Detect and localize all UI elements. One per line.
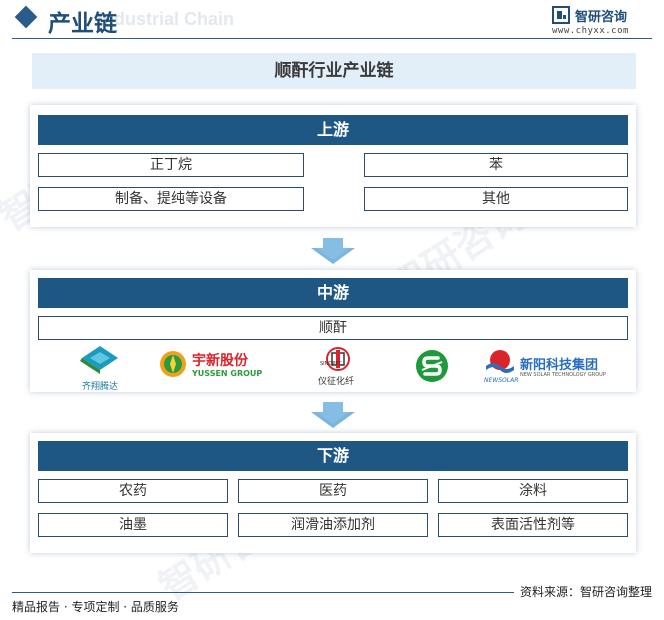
downstream-item: 涂料 (438, 479, 628, 503)
upstream-header: 上游 (38, 115, 628, 145)
sinopec-logo-icon (326, 347, 350, 371)
down-arrow-icon (311, 238, 355, 264)
midstream-item: 顺酐 (38, 316, 628, 340)
company-logo-qixiang: 齐翔腾达 (78, 344, 122, 392)
upstream-panel: 上游 正丁烷 苯 制备、提纯等设备 其他 (30, 105, 636, 227)
company-logo-yussen: 宇新股份 YUSSEN GROUP (158, 344, 268, 388)
company-subname: NEW SOLAR TECHNOLOGY GROUP (520, 372, 606, 378)
page-header: Industrial Chain 产业链 智研咨询 www.chyxx.com (0, 0, 664, 44)
brand-url: www.chyxx.com (552, 26, 629, 36)
diamond-icon (14, 5, 38, 29)
yussen-logo-icon (160, 351, 186, 377)
company-name: 宇新股份 (192, 353, 248, 369)
header-rule (12, 38, 652, 39)
company-logo-green-s (412, 344, 452, 388)
page-title: 产业链 (48, 10, 117, 37)
company-name: 齐翔腾达 (81, 382, 118, 392)
header-watermark: Industrial Chain (98, 9, 235, 29)
company-subname: YUSSEN GROUP (192, 369, 263, 378)
downstream-item: 农药 (38, 479, 228, 503)
source-note: 资料来源：智研咨询整理 (513, 583, 652, 600)
upstream-item: 正丁烷 (38, 153, 304, 177)
upstream-item: 其他 (364, 187, 628, 211)
company-badge: NEWSOLAR (484, 377, 519, 384)
company-subname: SINOPEC (320, 361, 342, 367)
green-s-logo-icon (416, 350, 448, 382)
downstream-item: 医药 (238, 479, 428, 503)
downstream-header: 下游 (38, 441, 628, 471)
new-solar-logo-icon (486, 350, 514, 373)
company-logo-new-solar: NEWSOLAR 新阳科技集团 NEW SOLAR TECHNOLOGY GRO… (484, 344, 609, 388)
footer-slogan: 精品报告 · 专项定制 · 品质服务 (12, 600, 179, 614)
upstream-item: 苯 (364, 153, 628, 177)
down-arrow-icon (311, 402, 355, 428)
upstream-item: 制备、提纯等设备 (38, 187, 304, 211)
chart-title: 顺酐行业产业链 (32, 53, 636, 89)
midstream-header: 中游 (38, 278, 628, 308)
midstream-panel: 中游 顺酐 (30, 270, 636, 392)
brand-name: 智研咨询 (575, 10, 628, 25)
company-logo-sinopec: SINOPEC 仪征化纤 (318, 344, 358, 388)
brand-logo: 智研咨询 www.chyxx.com (552, 6, 652, 36)
qixiang-tengda-logo-icon (80, 346, 118, 374)
footer-rule (12, 592, 652, 593)
chyxx-logo-icon (552, 6, 570, 24)
company-name: 仪征化纤 (318, 377, 355, 387)
downstream-item: 油墨 (38, 513, 228, 537)
downstream-panel: 下游 农药 医药 涂料 油墨 润滑油添加剂 表面活性剂等 (30, 433, 636, 553)
company-name: 新阳科技集团 (520, 358, 599, 373)
downstream-item: 表面活性剂等 (438, 513, 628, 537)
downstream-item: 润滑油添加剂 (238, 513, 428, 537)
